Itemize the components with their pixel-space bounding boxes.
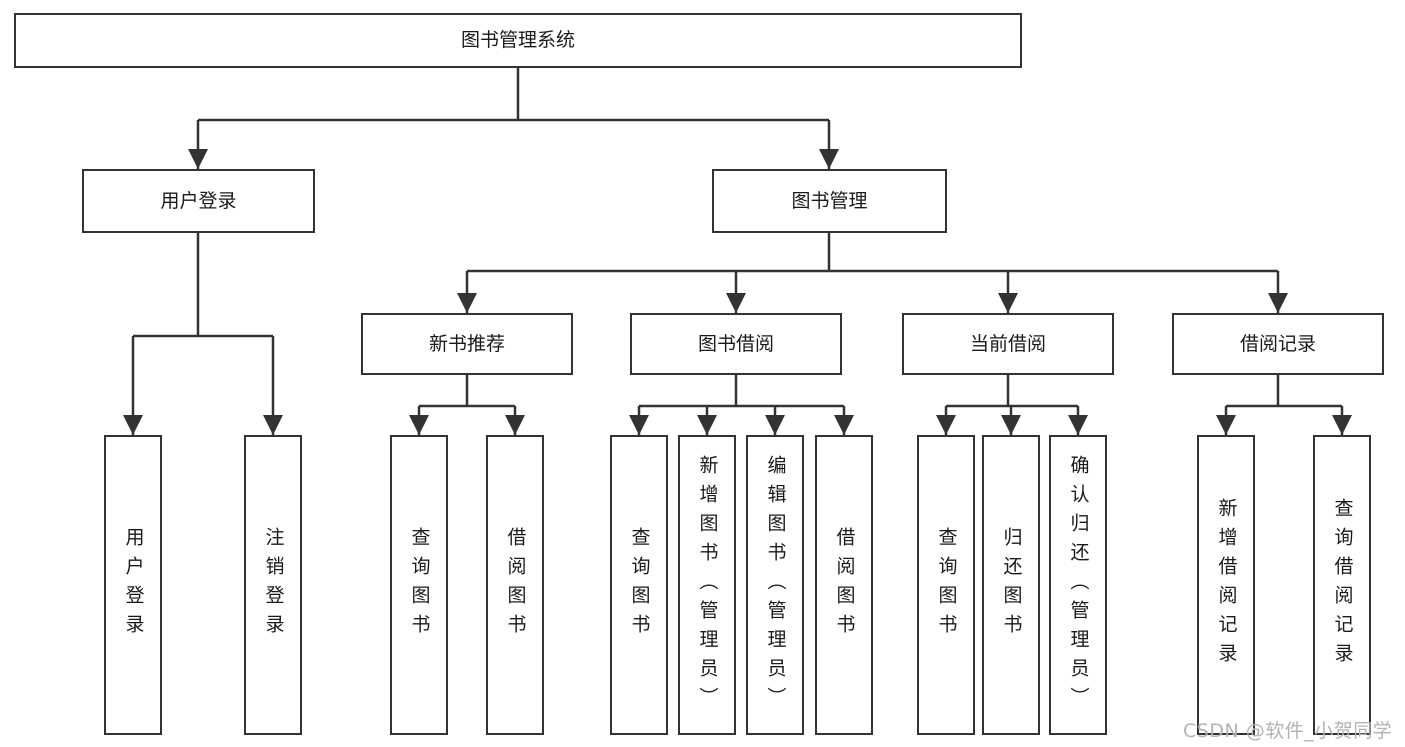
connector-trunks — [133, 68, 1342, 408]
node-current-borrowing-label: 当前借阅 — [969, 332, 1046, 355]
node-book-management: 图书管理 — [712, 169, 947, 233]
node-borrowing-records: 借阅记录 — [1172, 313, 1384, 375]
node-leaf-user-login-label: 用户登录 — [122, 527, 145, 643]
node-leaf-query-books-borrow: 查询图书 — [610, 435, 668, 735]
node-leaf-confirm-return-admin-label: 确认归还（管理员） — [1067, 454, 1090, 716]
node-leaf-borrow-books-label: 借阅图书 — [833, 527, 856, 643]
node-new-book-recommend: 新书推荐 — [361, 313, 573, 375]
node-leaf-confirm-return-admin: 确认归还（管理员） — [1049, 435, 1107, 735]
node-root: 图书管理系统 — [14, 13, 1022, 68]
node-leaf-borrow-books-recommend-label: 借阅图书 — [504, 527, 527, 643]
node-leaf-query-books-current-label: 查询图书 — [935, 527, 958, 643]
connector-arrows — [123, 120, 1352, 435]
node-user-login: 用户登录 — [82, 169, 315, 233]
node-leaf-logout: 注销登录 — [244, 435, 302, 735]
node-leaf-edit-books-admin: 编辑图书（管理员） — [746, 435, 804, 735]
node-leaf-query-books-recommend: 查询图书 — [390, 435, 448, 735]
node-leaf-query-borrow-record: 查询借阅记录 — [1313, 435, 1371, 735]
node-leaf-query-books-current: 查询图书 — [917, 435, 975, 735]
node-leaf-borrow-books-recommend: 借阅图书 — [486, 435, 544, 735]
node-user-login-label: 用户登录 — [160, 189, 237, 212]
node-leaf-logout-label: 注销登录 — [262, 527, 285, 643]
watermark: CSDN @软件_小贺同学 — [1183, 720, 1393, 742]
node-current-borrowing: 当前借阅 — [902, 313, 1114, 375]
node-leaf-edit-books-admin-label: 编辑图书（管理员） — [764, 454, 787, 716]
node-leaf-add-borrow-record: 新增借阅记录 — [1197, 435, 1255, 735]
node-book-management-label: 图书管理 — [791, 189, 868, 212]
node-leaf-user-login: 用户登录 — [104, 435, 162, 735]
node-borrowing-records-label: 借阅记录 — [1239, 332, 1316, 355]
node-root-label: 图书管理系统 — [460, 29, 575, 51]
node-book-borrowing: 图书借阅 — [630, 313, 842, 375]
node-leaf-query-books-borrow-label: 查询图书 — [628, 527, 651, 643]
node-new-book-recommend-label: 新书推荐 — [428, 332, 505, 355]
node-book-borrowing-label: 图书借阅 — [697, 332, 774, 355]
node-leaf-add-books-admin-label: 新增图书（管理员） — [696, 454, 719, 716]
node-leaf-query-books-recommend-label: 查询图书 — [408, 527, 431, 643]
node-leaf-return-books-label: 归还图书 — [1000, 527, 1023, 643]
node-leaf-add-books-admin: 新增图书（管理员） — [678, 435, 736, 735]
node-leaf-borrow-books: 借阅图书 — [815, 435, 873, 735]
node-leaf-query-borrow-record-label: 查询借阅记录 — [1331, 498, 1354, 672]
node-leaf-add-borrow-record-label: 新增借阅记录 — [1215, 498, 1238, 672]
node-leaf-return-books: 归还图书 — [982, 435, 1040, 735]
